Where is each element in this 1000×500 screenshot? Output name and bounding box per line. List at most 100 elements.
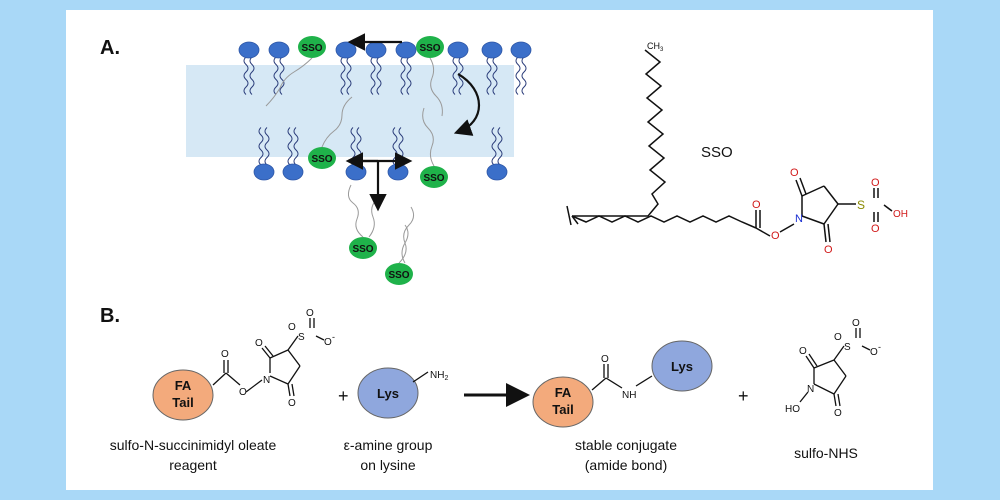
svg-text:O: O: [324, 337, 332, 348]
carbonyl-oxygen-bottom: O: [824, 244, 833, 256]
figure-panel: A. SSO SSO SSO SSO SSO SSO: [66, 10, 933, 490]
svg-text:O: O: [834, 408, 842, 419]
svg-text:O: O: [852, 318, 860, 329]
carbonyl-oxygen-top: O: [790, 167, 799, 179]
lipid-head: [481, 41, 503, 59]
caption-conjugate-line1: stable conjugate: [575, 437, 677, 453]
lipid-tail: [492, 56, 498, 95]
caption-reagent-line2: reagent: [169, 457, 217, 473]
svg-text:SSO: SSO: [423, 173, 444, 184]
sulfonyl-oxygen-top: O: [871, 177, 880, 189]
lipid-tail: [258, 127, 264, 166]
sso-chemical-structure: [566, 49, 893, 243]
lipid-tail: [340, 56, 346, 95]
svg-text:Tail: Tail: [552, 402, 573, 417]
sso-head-top-left: SSO: [298, 36, 326, 58]
hydroxyl-label: OH: [893, 209, 908, 220]
svg-text:N: N: [263, 375, 270, 386]
sso-head-free-1: SSO: [349, 237, 377, 259]
nitrogen-atom: N: [795, 213, 803, 225]
svg-text:O: O: [221, 349, 229, 360]
lipid-head: [486, 163, 508, 181]
svg-text:S: S: [298, 332, 305, 343]
lipid-tail: [346, 56, 352, 95]
svg-text:O: O: [288, 398, 296, 409]
lipid-head: [282, 163, 304, 181]
plus-sign-1: +: [338, 386, 349, 406]
panel-a-label: A.: [100, 37, 120, 59]
lipid-tail: [515, 56, 521, 95]
svg-text:Tail: Tail: [172, 395, 193, 410]
svg-text:HO: HO: [785, 404, 800, 415]
lipid-tail: [273, 56, 279, 95]
svg-text:O: O: [870, 347, 878, 358]
lipid-head: [395, 41, 417, 59]
lipid-tail: [521, 56, 527, 95]
sso-head-bottom-left: SSO: [308, 147, 336, 169]
lipid-tail: [243, 56, 249, 95]
lipid-tail: [370, 56, 376, 95]
svg-text:O: O: [601, 354, 609, 365]
lipid-tail: [452, 56, 458, 95]
svg-text:-: -: [878, 342, 881, 352]
svg-text:FA: FA: [555, 385, 572, 400]
sso-head-bottom-right: SSO: [420, 166, 448, 188]
svg-text:SSO: SSO: [311, 154, 332, 165]
caption-sulfo-nhs: sulfo-NHS: [794, 445, 858, 461]
lysine-amine: Lys NH2: [357, 367, 448, 419]
sso-head-top-right: SSO: [416, 36, 444, 58]
sso-atom-labels: CH3 O O N O O S O O OH: [647, 41, 908, 256]
caption-reagent-line1: sulfo-N-succinimidyl oleate: [110, 437, 277, 453]
lipid-tail: [406, 56, 412, 95]
svg-text:O: O: [834, 332, 842, 343]
svg-text:SSO: SSO: [352, 244, 373, 255]
svg-text:SSO: SSO: [301, 43, 322, 54]
lipid-tail: [497, 127, 503, 166]
ch3-label: CH3: [647, 41, 664, 53]
lipid-head: [510, 41, 532, 59]
lipid-tail: [264, 127, 270, 166]
sulfonyl-oxygen-bottom: O: [871, 223, 880, 235]
svg-text:O: O: [239, 387, 247, 398]
nh2-label: NH2: [430, 370, 448, 382]
lipid-tail: [486, 56, 492, 95]
flip-flop-arrow: [453, 73, 481, 136]
lipid-head: [238, 41, 260, 59]
svg-text:Lys: Lys: [377, 386, 399, 401]
svg-text:SSO: SSO: [388, 270, 409, 281]
fa-tail-reagent: FA Tail O O N O O S O O: [152, 308, 335, 421]
sso-structure-title: SSO: [701, 144, 733, 161]
lipid-head: [335, 41, 357, 59]
svg-text:O: O: [288, 322, 296, 333]
svg-text:O: O: [799, 346, 807, 357]
lipid-tail: [392, 127, 398, 166]
svg-text:FA: FA: [175, 378, 192, 393]
svg-text:-: -: [332, 332, 335, 342]
lipid-tail: [287, 127, 293, 166]
caption-conjugate-line2: (amide bond): [585, 457, 668, 473]
sso-molecules: SSO SSO SSO SSO SSO SSO: [298, 36, 448, 285]
sso-head-free-2: SSO: [385, 263, 413, 285]
flip-arrows: [345, 33, 481, 212]
fa-tail-blob: [152, 369, 214, 421]
lipid-head: [253, 163, 275, 181]
lipid-head: [268, 41, 290, 59]
lipid-tail: [293, 127, 299, 166]
panel-b-label: B.: [100, 305, 120, 327]
lipid-head: [365, 41, 387, 59]
lipid-head: [387, 163, 409, 181]
lipid-tail: [376, 56, 382, 95]
caption-lysine-line1: ε-amine group: [344, 437, 433, 453]
svg-text:NH: NH: [622, 390, 636, 401]
amide-conjugate: FA Tail Lys O NH: [532, 340, 713, 428]
lipid-head: [345, 163, 367, 181]
sulfo-nhs-structure: O N O S O O O - HO: [785, 318, 881, 419]
svg-text:O: O: [255, 338, 263, 349]
svg-text:S: S: [844, 342, 851, 353]
lipid-tail: [279, 56, 285, 95]
lipid-bilayer: [238, 41, 532, 181]
figure-canvas: A. SSO SSO SSO SSO SSO SSO: [100, 33, 908, 473]
svg-text:N: N: [807, 384, 814, 395]
svg-text:SSO: SSO: [419, 43, 440, 54]
sso-tails: [265, 57, 443, 264]
